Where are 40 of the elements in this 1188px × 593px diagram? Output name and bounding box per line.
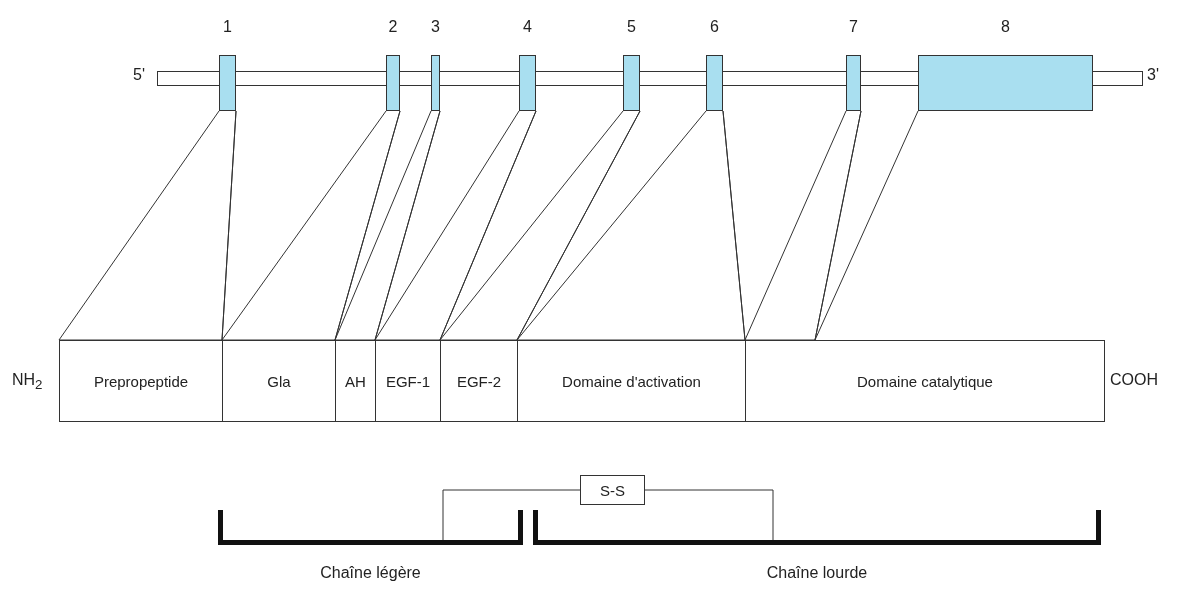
mapping-line (58, 110, 237, 341)
disulfide-box: S-S (580, 475, 645, 505)
terminus-label: COOH (1110, 371, 1158, 389)
exon-box (219, 55, 236, 111)
exon-number: 5 (627, 18, 636, 36)
mapping-line (744, 110, 862, 341)
mapping-line (516, 110, 746, 341)
domain-box: Prepropeptide (59, 340, 223, 422)
connector-line (442, 489, 581, 541)
domain-box: Gla (222, 340, 336, 422)
exon-number: 7 (849, 18, 858, 36)
exon-number: 3 (431, 18, 440, 36)
mapping-line (814, 110, 919, 341)
exon-box (431, 55, 440, 111)
mapping-line (334, 110, 441, 341)
exon-number: 2 (388, 18, 398, 36)
exon-number: 4 (523, 18, 532, 36)
strand-end-label: 5' (133, 66, 145, 84)
exon-number: 8 (1001, 18, 1010, 36)
exon-box (386, 55, 400, 111)
exon-number: 6 (710, 18, 719, 36)
exon-number: 1 (223, 18, 232, 36)
domain-box: AH (335, 340, 376, 422)
mapping-line (374, 110, 537, 341)
domain-box: EGF-2 (440, 340, 518, 422)
terminus-label: NH$_{2}$ (12, 371, 43, 393)
exon-box (846, 55, 861, 111)
exon-box (706, 55, 723, 111)
domain-box: EGF-1 (375, 340, 441, 422)
connector-line (644, 489, 774, 541)
mapping-line (221, 110, 401, 341)
mapping-line (439, 110, 641, 341)
domain-box: Domaine catalytique (745, 340, 1105, 422)
strand-end-label: 3' (1147, 66, 1159, 84)
chain-label: Chaîne légère (320, 564, 421, 582)
chain-label: Chaîne lourde (766, 564, 868, 582)
exon-box (623, 55, 640, 111)
domain-box: Domaine d'activation (517, 340, 746, 422)
exon-box (918, 55, 1093, 111)
exon-box (519, 55, 536, 111)
